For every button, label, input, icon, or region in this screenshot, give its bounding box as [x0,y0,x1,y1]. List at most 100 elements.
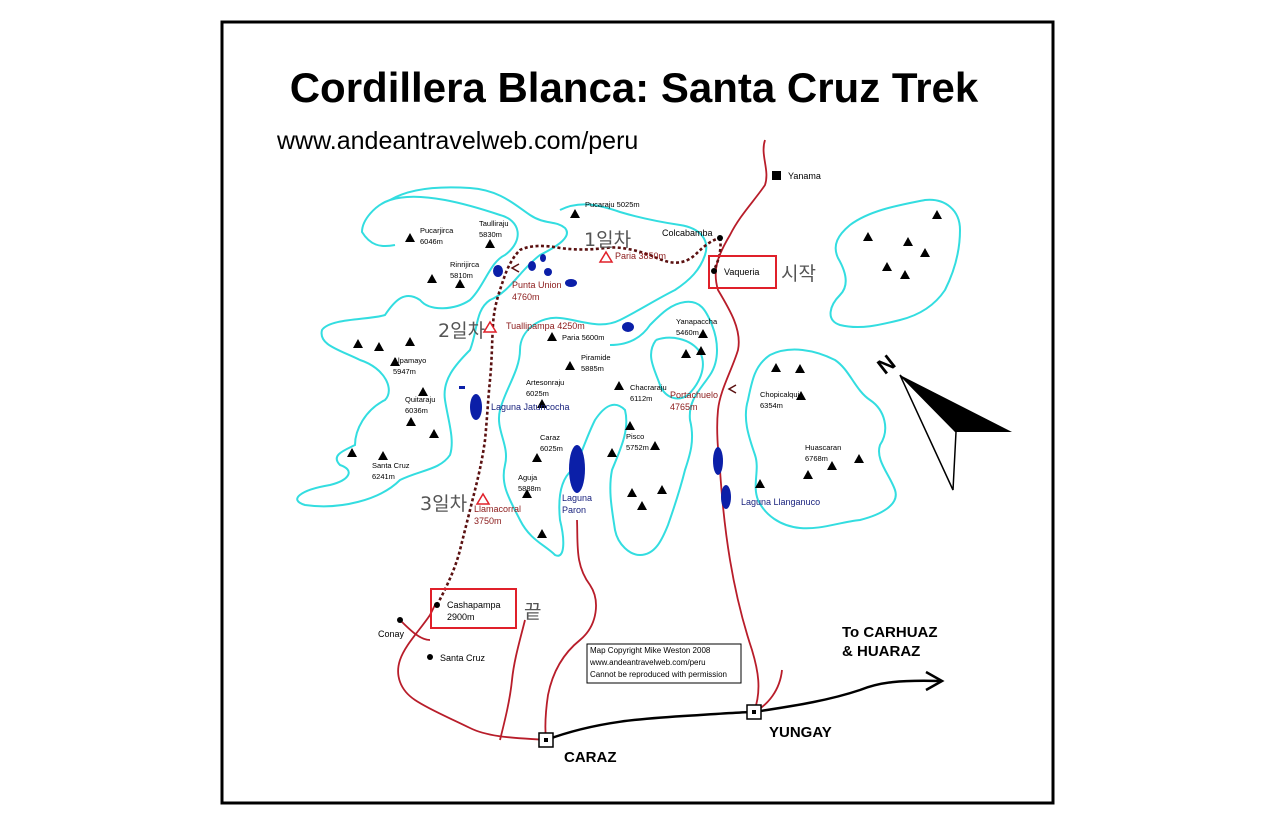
lake-label: Laguna [562,493,592,503]
peak-marker [427,274,437,283]
peak-marker [390,357,400,366]
peak-elevation: 5830m [479,230,502,239]
yungay-marker-dot [752,710,756,714]
lake-label: Laguna Llanganuco [741,497,820,507]
peak-marker [903,237,913,246]
peak-marker [882,262,892,271]
peak-label: Alpamayo [393,356,426,365]
glacier-east-upper [829,198,962,329]
peak-marker [696,346,706,355]
peak-marker [374,342,384,351]
camp-paria-marker [598,250,614,263]
peak-marker [547,332,557,341]
camp-elevation: 3750m [474,516,502,526]
camp-tuallipampa-marker [482,320,498,333]
map-title: Cordillera Blanca: Santa Cruz Trek [290,64,979,111]
lakes [459,254,731,509]
peak-marker [485,239,495,248]
lake-small-3 [528,261,536,271]
peak-marker [455,279,465,288]
peak-label: Taulliraju [479,219,509,228]
lake-small-2 [493,265,503,277]
lake-jatuncocha [470,394,482,420]
copyright-line1: Map Copyright Mike Weston 2008 [590,646,711,655]
place-yanama: Yanama [788,171,821,181]
lake-paron [569,445,585,493]
copyright-line2: www.andeantravelweb.com/peru [589,658,706,667]
peak-label: Paria 5600m [562,333,605,342]
peak-marker [406,417,416,426]
peak-marker [627,488,637,497]
santa-cruz-marker [427,654,433,660]
peak-marker [920,248,930,257]
peak-marker [657,485,667,494]
road-caraz-paron [544,519,597,741]
lake-small-4 [544,268,552,276]
peak-marker [681,349,691,358]
road-yanama-yungay [714,139,768,713]
korean-day3-label: 3일차 [420,493,467,515]
road-side [499,619,526,741]
camp-llamacorral-marker [475,492,491,505]
peak-marker [607,448,617,457]
peak-marker [932,210,942,219]
glacier-east-lower [744,348,897,530]
start-highlight-box [708,255,777,289]
peak-marker [570,209,580,218]
peak-marker [854,454,864,463]
lake-label-line2: Paron [562,505,586,515]
peak-label: Pucaraju 5025m [585,200,640,209]
peak-label: Yanapaccha [676,317,718,326]
peak-elevation: 5888m [518,484,541,493]
town-markers [538,704,762,748]
direction-label-line2: & HUARAZ [842,643,920,660]
vaqueria-marker [711,268,717,274]
peak-marker [650,441,660,450]
lake-small-7 [459,386,465,389]
highway-arrowhead [925,670,945,692]
peak-marker [755,479,765,488]
peak-marker [771,363,781,372]
peak-label: Caraz [540,433,560,442]
peak-marker [522,489,532,498]
peak-marker [625,421,635,430]
town-yungay: YUNGAY [769,724,832,741]
peak-elevation: 6768m [805,454,828,463]
pass-label: Portachuelo [670,390,718,400]
north-arrow-light-half [899,374,957,491]
copyright-line3: Cannot be reproduced with permission [590,670,727,679]
peak-label: Quitaraju [405,395,435,404]
peak-elevation: 5885m [581,364,604,373]
pass-elevation: 4760m [512,292,540,302]
peak-label: Pucarjirca [420,226,454,235]
cashapampa-marker [434,602,440,608]
camp-markers [475,250,614,505]
peak-label: Huascaran [805,443,841,452]
peak-marker [532,453,542,462]
peak-marker [803,470,813,479]
place-markers [397,171,781,660]
lake-llanganuco-upper [713,447,723,475]
yanama-marker [772,171,781,180]
glacier-west [296,186,568,508]
lake-small-5 [540,254,546,262]
peak-elevation: 6046m [420,237,443,246]
peak-label: Chacraraju [630,383,667,392]
peak-label: Piramide [581,353,611,362]
peak-elevation: 5810m [450,271,473,280]
direction-label-line1: To CARHUAZ [842,624,938,641]
peak-elevation: 6025m [540,444,563,453]
camp-label: Paria 3850m [615,251,666,261]
peak-marker [637,501,647,510]
peak-marker [347,448,357,457]
punta-union-pass-marker [510,263,520,273]
glacier-small [650,336,704,400]
peak-label: Santa Cruz [372,461,410,470]
end-highlight-box [430,588,517,629]
peak-marker [405,233,415,242]
peak-marker [429,429,439,438]
peak-label: Pisco [626,432,644,441]
place-conay: Conay [378,629,405,639]
peak-marker [565,361,575,370]
